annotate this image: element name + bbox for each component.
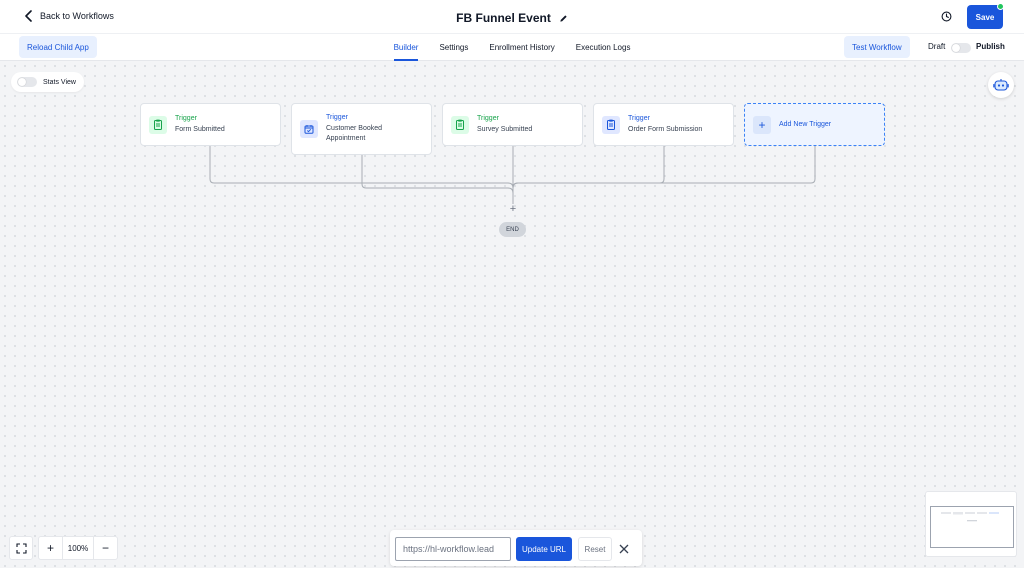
end-node: END	[499, 222, 526, 237]
reload-child-app-button[interactable]: Reload Child App	[19, 36, 97, 58]
back-to-workflows-link[interactable]: Back to Workflows	[24, 10, 114, 22]
tab-builder[interactable]: Builder	[393, 34, 418, 61]
back-label: Back to Workflows	[40, 11, 114, 21]
stats-view-toggle[interactable]	[17, 77, 37, 87]
clipboard-icon	[451, 115, 469, 134]
publish-label: Publish	[976, 42, 1005, 51]
add-new-trigger-button[interactable]: + Add New Trigger	[744, 103, 885, 146]
robot-icon	[993, 79, 1009, 91]
preview-url-bar: Update URL Reset	[390, 530, 642, 566]
trigger-card-survey-submitted[interactable]: Trigger Survey Submitted	[442, 103, 583, 146]
history-clock-icon[interactable]	[941, 11, 952, 22]
trigger-card-form-submitted[interactable]: Trigger Form Submitted	[140, 103, 281, 146]
test-workflow-button[interactable]: Test Workflow	[844, 36, 910, 58]
add-action-button[interactable]: +	[509, 203, 517, 215]
save-button[interactable]: Save	[967, 3, 1004, 29]
trigger-name: Order Form Submission	[628, 125, 703, 133]
trigger-label: Trigger	[175, 114, 197, 122]
minimap-nodes	[941, 512, 999, 522]
add-trigger-label: Add New Trigger	[779, 121, 832, 128]
tab-settings[interactable]: Settings	[439, 43, 469, 52]
trigger-name: Survey Submitted	[477, 125, 533, 133]
trigger-label: Trigger	[477, 114, 499, 122]
tabs: Builder Settings Enrollment History Exec…	[0, 34, 1024, 61]
stats-view-control: Stats View	[11, 72, 84, 92]
stats-view-label: Stats View	[43, 78, 76, 86]
tab-bar: Reload Child App Builder Settings Enroll…	[0, 33, 1024, 61]
ai-assistant-button[interactable]	[988, 72, 1014, 98]
trigger-label: Trigger	[326, 114, 348, 121]
trigger-card-order-form-submission[interactable]: Trigger Order Form Submission	[593, 103, 734, 146]
trigger-label: Trigger	[628, 114, 650, 122]
trigger-connectors	[209, 146, 816, 204]
publish-toggle[interactable]	[951, 43, 971, 53]
draft-label: Draft	[928, 42, 946, 51]
trigger-card-customer-booked-appointment[interactable]: Trigger Customer Booked Appointment	[291, 103, 432, 155]
reset-button[interactable]: Reset	[578, 537, 612, 561]
calendar-check-icon	[300, 120, 318, 138]
pencil-edit-icon[interactable]	[559, 14, 568, 23]
update-url-button[interactable]: Update URL	[516, 537, 572, 561]
status-dot	[997, 3, 1004, 10]
fit-view-button[interactable]	[9, 536, 33, 560]
workflow-canvas[interactable]: Stats View Trigger Form Submitted	[0, 61, 1024, 568]
tab-execution-logs[interactable]: Execution Logs	[575, 43, 631, 52]
chevron-left-icon	[25, 10, 32, 22]
minimap[interactable]	[925, 491, 1017, 557]
close-icon[interactable]	[618, 543, 630, 555]
tab-enrollment-history[interactable]: Enrollment History	[489, 43, 555, 52]
zoom-controls: + 100% −	[38, 536, 118, 560]
minimap-viewport	[930, 506, 1014, 548]
zoom-in-button[interactable]: +	[46, 541, 54, 555]
expand-icon	[15, 542, 27, 554]
top-bar: Back to Workflows FB Funnel Event Save	[0, 0, 1024, 33]
workflow-title: FB Funnel Event	[456, 11, 568, 25]
url-input[interactable]	[395, 537, 511, 561]
zoom-out-button[interactable]: −	[101, 541, 109, 555]
save-label: Save	[975, 12, 995, 22]
clipboard-icon	[149, 115, 167, 134]
workflow-title-text: FB Funnel Event	[456, 11, 551, 25]
trigger-name: Customer Booked Appointment	[326, 125, 383, 142]
plus-icon: +	[753, 115, 771, 134]
clipboard-icon	[602, 115, 620, 134]
trigger-name: Form Submitted	[175, 125, 225, 133]
zoom-level: 100%	[62, 537, 94, 559]
